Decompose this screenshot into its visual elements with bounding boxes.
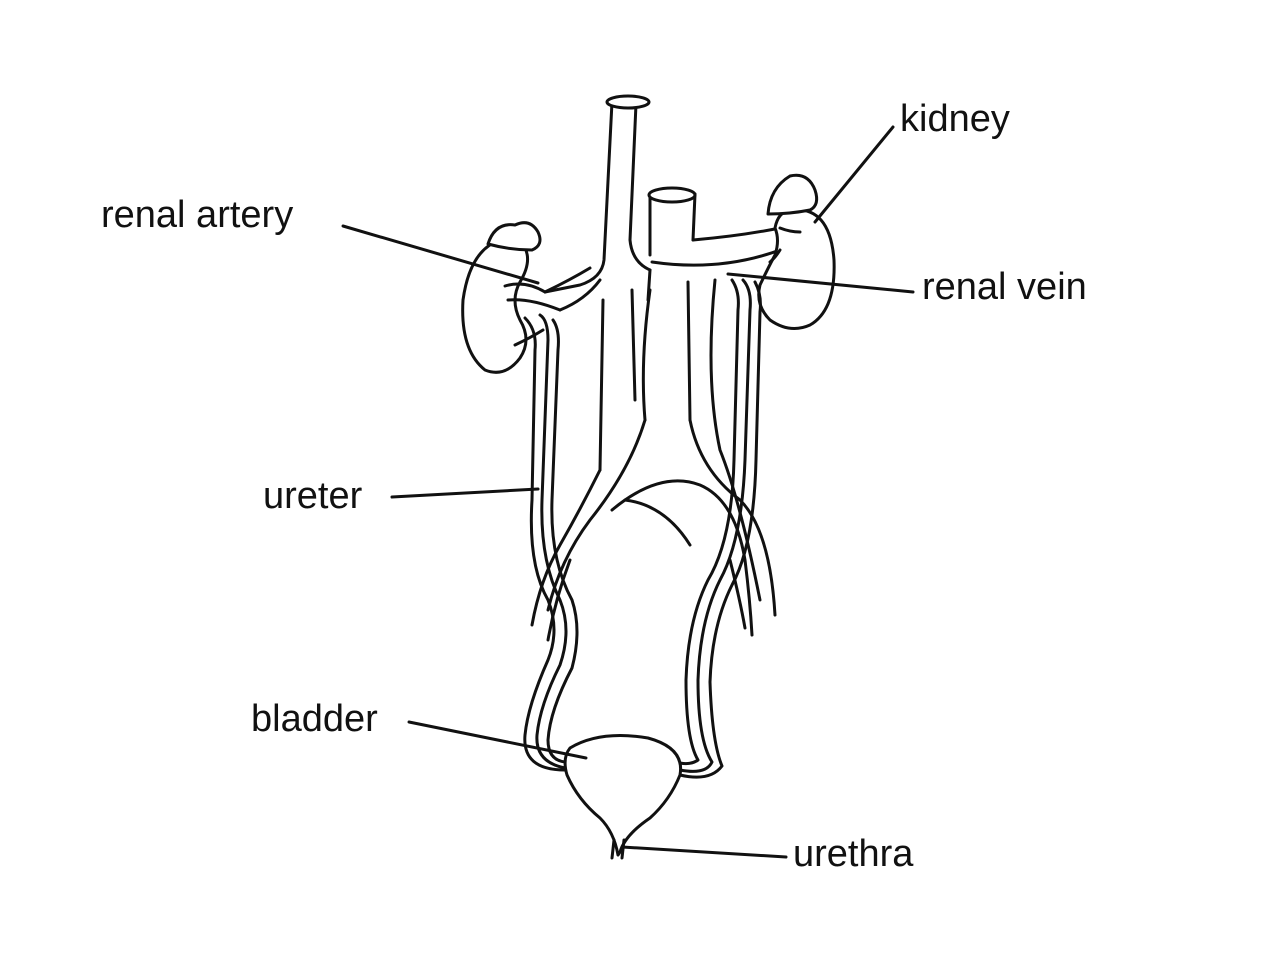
right-ureter — [673, 278, 762, 779]
label-renal-artery: renal artery — [101, 194, 293, 236]
vena-cava — [641, 186, 782, 422]
leader-bladder — [407, 720, 588, 760]
leader-lines — [341, 125, 915, 859]
left-kidney — [461, 221, 562, 374]
aorta — [543, 94, 652, 472]
label-urethra: urethra — [793, 833, 914, 875]
bladder — [563, 734, 683, 857]
leader-kidney — [813, 125, 895, 224]
labels: kidney renal artery renal vein ureter bl… — [101, 98, 1087, 875]
urethra — [610, 838, 626, 860]
leader-renal-artery — [341, 224, 540, 285]
label-bladder: bladder — [251, 698, 378, 740]
label-ureter: ureter — [263, 475, 363, 517]
leader-renal-vein — [726, 272, 915, 294]
left-ureter — [523, 313, 579, 772]
leader-urethra — [620, 845, 788, 859]
right-kidney — [757, 173, 836, 331]
label-kidney: kidney — [900, 98, 1010, 140]
label-renal-vein: renal vein — [922, 266, 1087, 308]
leader-ureter — [390, 487, 540, 499]
